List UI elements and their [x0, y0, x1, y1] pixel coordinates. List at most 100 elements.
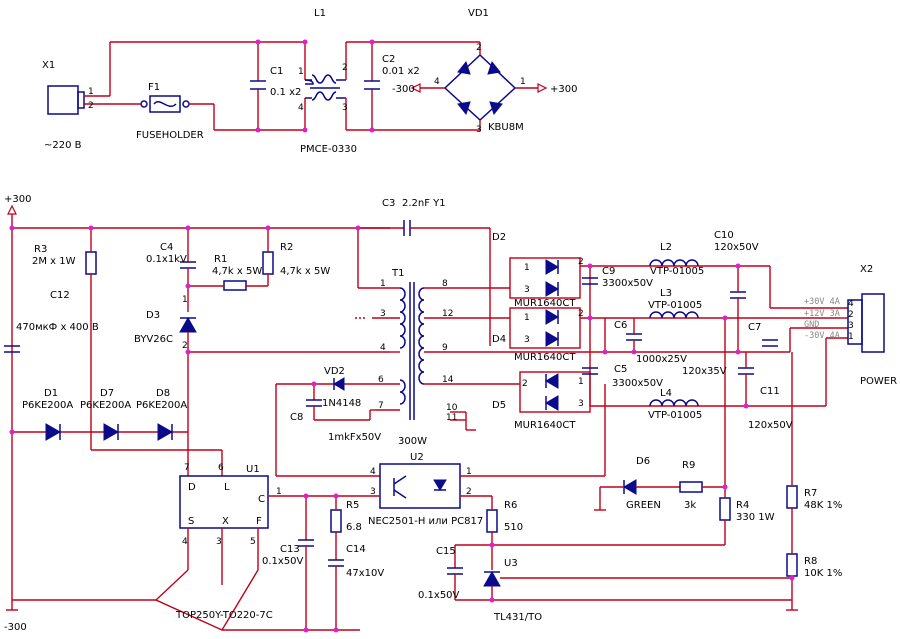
label-d3-value: BYV26C	[134, 334, 173, 345]
secondary-section	[509, 257, 885, 413]
label-c8-value: 1mkFx50V	[328, 432, 381, 443]
pin-t1-7: 7	[378, 401, 384, 411]
pin-u1-6: 6	[218, 463, 224, 473]
label-f1: F1	[148, 82, 160, 93]
label-vd1: VD1	[468, 8, 489, 19]
label-u1-l: L	[224, 482, 230, 493]
label-c5: C5	[614, 364, 627, 375]
pin-numbers: 1 2 1 4 2 3 2 4 1 3 1 2 1 3 4 6 7 8 1 2 9…	[88, 43, 854, 547]
pin-l1-1: 1	[298, 67, 304, 77]
label-plus300: +300	[4, 194, 31, 205]
label-c5-value: 3300x50V	[612, 378, 663, 389]
label-r7-value: 48K 1%	[804, 500, 842, 511]
pin-d5-3: 3	[578, 399, 584, 409]
label-c9: C9	[602, 266, 615, 277]
pin-u2-1: 1	[466, 467, 472, 477]
label-d8: D8	[156, 388, 170, 399]
x1-connector	[47, 85, 79, 115]
pin-t1-11: 11	[446, 413, 457, 423]
label-c4: C4	[160, 242, 173, 253]
label-out-plus12: +12V 3A	[804, 309, 840, 319]
label-d4: D4	[492, 334, 506, 345]
fuse-f1	[149, 95, 181, 113]
x2-connector	[861, 293, 885, 353]
label-r7: R7	[804, 488, 817, 499]
label-r6-value: 510	[504, 522, 523, 533]
label-c11: C11	[760, 386, 780, 397]
label-f1-value: FUSEHOLDER	[136, 130, 204, 141]
pin-t1-6: 6	[378, 375, 384, 385]
label-d1: D1	[44, 388, 58, 399]
pin-u1-1: 1	[276, 487, 282, 497]
pin-x1-1: 1	[88, 87, 94, 97]
label-x2: X2	[860, 264, 873, 275]
pin-u2-2: 2	[466, 487, 472, 497]
pin-u1-4: 4	[182, 537, 188, 547]
pin-u1-3: 3	[216, 537, 222, 547]
label-c14: C14	[346, 544, 366, 555]
label-c1: C1	[270, 66, 283, 77]
label-c10-value: 120x50V	[714, 242, 759, 253]
label-c12: C12	[50, 290, 70, 301]
label-r4: R4	[736, 500, 749, 511]
pin-l1-2: 2	[342, 63, 348, 73]
label-u1-c: C	[258, 494, 265, 505]
label-l1-value: PMCE-0330	[300, 144, 357, 155]
label-r5: R5	[346, 500, 359, 511]
label-r1: R1	[214, 254, 227, 265]
label-d2: D2	[492, 232, 506, 243]
pin-x2-4: 4	[848, 299, 854, 309]
label-c2-value: 0.01 x2	[382, 66, 420, 77]
pin-vd1-4: 4	[434, 77, 440, 87]
pin-d2-3: 3	[524, 285, 530, 295]
label-d7-value: P6KE200A	[80, 400, 131, 411]
label-c14-value: 47x10V	[346, 568, 384, 579]
label-u1: U1	[246, 464, 260, 475]
pin-t1-3: 3	[380, 309, 386, 319]
label-r5-value: 6.8	[346, 522, 362, 533]
pin-d3-1: 1	[182, 295, 188, 305]
label-c12-value: 470мкФ х 400 В	[16, 322, 99, 333]
feedback-section	[360, 318, 798, 611]
pin-x2-1: 1	[848, 332, 854, 342]
label-d2-value: MUR1640CT	[514, 298, 576, 309]
label-u1-value: TOP250Y-TO220-7C	[175, 610, 273, 621]
pin-x1-2: 2	[88, 101, 94, 111]
label-out-plus30: +30V 4A	[804, 297, 840, 307]
label-d5-value: MUR1640CT	[514, 420, 576, 431]
label-c4-value: 0.1x1kV	[146, 254, 187, 265]
label-u3-value: TL431/TO	[493, 612, 542, 623]
label-d3: D3	[146, 310, 160, 321]
label-c11-value: 120x50V	[748, 420, 793, 431]
pin-d3-2: 2	[182, 341, 188, 351]
label-c10: C10	[714, 230, 734, 241]
label-c15: C15	[436, 546, 456, 557]
pin-l1-4: 4	[298, 103, 304, 113]
label-u2: U2	[410, 452, 424, 463]
label-minus300-top: -300	[392, 84, 415, 95]
label-r2: R2	[280, 242, 293, 253]
pin-u2-3: 3	[370, 487, 376, 497]
label-out-gnd: GND	[804, 320, 819, 330]
label-d4-value: MUR1640CT	[514, 352, 576, 363]
pin-t1-10: 10	[446, 403, 458, 413]
pin-t1-9: 9	[442, 343, 448, 353]
label-c13-value: 0.1x50V	[262, 556, 304, 567]
label-t1-value: 300W	[398, 436, 427, 447]
label-r4-value: 330 1W	[736, 512, 775, 523]
label-c3: C3	[382, 198, 395, 209]
label-x1-value: ~220 В	[44, 140, 82, 151]
pin-x2-3: 3	[848, 321, 854, 331]
label-u1-x: X	[222, 516, 229, 527]
label-t1: T1	[391, 268, 404, 279]
pin-t1-8: 8	[442, 279, 448, 289]
label-c2: C2	[382, 54, 395, 65]
label-l2-value: VTP-01005	[650, 266, 704, 277]
label-l2: L2	[660, 242, 672, 253]
pin-x2-2: 2	[848, 310, 854, 320]
label-r2-value: 4,7k x 5W	[280, 266, 330, 277]
pin-u1-7: 7	[184, 463, 190, 473]
label-c15-value: 0.1x50V	[418, 590, 460, 601]
pin-d5-2: 2	[522, 379, 528, 389]
input-section	[47, 39, 548, 133]
